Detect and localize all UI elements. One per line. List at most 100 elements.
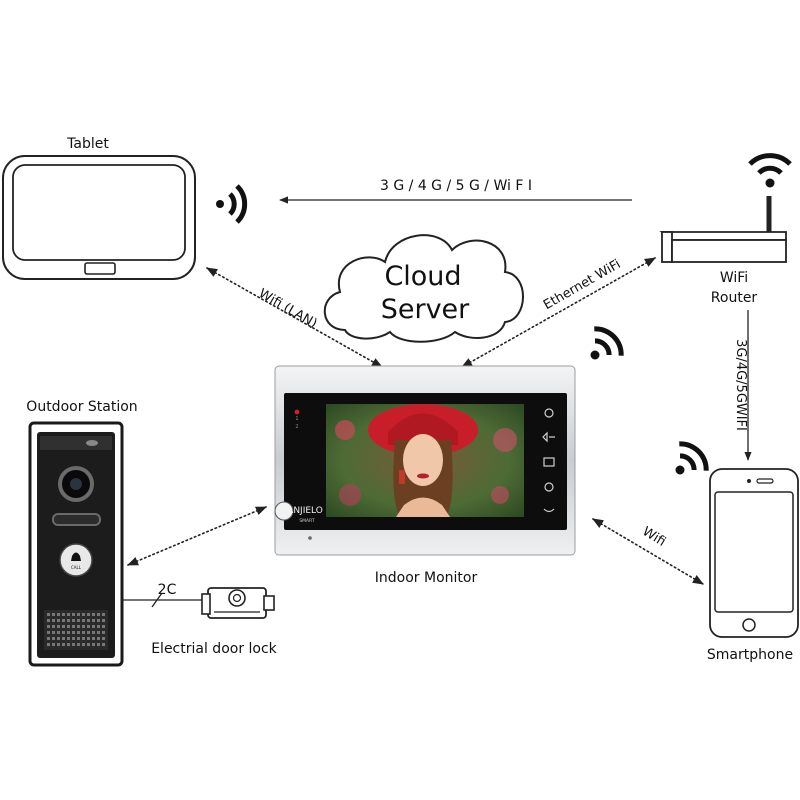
speaker-hole (52, 643, 55, 646)
speaker-hole (72, 625, 75, 628)
speaker-hole (87, 613, 90, 616)
outdoor-station: CALL (28, 421, 124, 667)
monitor-phone-label: Wifi (640, 524, 669, 550)
speaker-hole (47, 631, 50, 634)
door-lock-label: Electrial door lock (151, 641, 277, 657)
speaker-hole (77, 631, 80, 634)
unlock-icon (542, 431, 555, 443)
speaker-holes (47, 613, 105, 646)
speaker-hole (72, 643, 75, 646)
cloud-server: Cloud Server (323, 234, 524, 343)
speaker-hole (102, 643, 105, 646)
speaker-hole (82, 619, 85, 622)
speaker-hole (87, 637, 90, 640)
cloud-label-line2: Server (381, 294, 470, 325)
earpiece (756, 478, 774, 484)
speaker-hole (62, 643, 65, 646)
brand-logo-icon (274, 501, 294, 521)
monitor-led-1-label: 1 (295, 416, 298, 422)
router-label-line1: WiFi (720, 270, 748, 286)
indoor-monitor: 1 2 ANJIELO SMART Indoor Monitor (274, 365, 576, 586)
wifi-icon (590, 326, 624, 360)
speaker-hole (67, 619, 70, 622)
speaker-hole (97, 643, 100, 646)
microphone-icon (308, 536, 312, 540)
speaker-hole (77, 637, 80, 640)
wifi-icon (216, 184, 248, 224)
speaker-hole (87, 643, 90, 646)
call-button-label: CALL (71, 565, 82, 570)
speaker-hole (87, 631, 90, 634)
front-camera (747, 479, 751, 483)
speaker-hole (82, 625, 85, 628)
wifi-icon (675, 441, 709, 475)
speaker-hole (87, 625, 90, 628)
speaker-hole (97, 631, 100, 634)
speaker-hole (57, 637, 60, 640)
cloud-label-line1: Cloud (384, 261, 461, 292)
speaker-hole (72, 631, 75, 634)
speaker-hole (62, 613, 65, 616)
speaker-hole (92, 625, 95, 628)
speaker-hole (77, 625, 80, 628)
speaker-hole (82, 631, 85, 634)
outdoor-station-label: Outdoor Station (26, 399, 137, 415)
intercom-icon (544, 482, 554, 492)
speaker-hole (92, 613, 95, 616)
speaker-hole (97, 619, 100, 622)
router-monitor-label: Ethernet WiFi (541, 257, 623, 313)
monitor-led-2-label: 2 (295, 424, 298, 430)
speaker-hole (92, 619, 95, 622)
tablet-device: Tablet (2, 136, 196, 280)
speaker-hole (102, 619, 105, 622)
speaker-hole (57, 613, 60, 616)
user-icon (544, 408, 554, 418)
speaker-hole (72, 619, 75, 622)
speaker-hole (97, 613, 100, 616)
speaker-hole (102, 625, 105, 628)
tablet-monitor-link (206, 267, 383, 368)
speaker-hole (82, 643, 85, 646)
speaker-hole (62, 631, 65, 634)
light-sensor (86, 440, 98, 446)
electric-door-lock (201, 587, 275, 619)
speaker-hole (47, 619, 50, 622)
speaker-hole (52, 637, 55, 640)
bell-icon (71, 552, 81, 561)
hangup-icon (543, 508, 555, 513)
speaker-hole (52, 631, 55, 634)
speaker-hole (97, 637, 100, 640)
person-image (368, 404, 478, 517)
speaker-hole (62, 637, 65, 640)
speaker-hole (52, 619, 55, 622)
wifi-icon (748, 153, 792, 188)
speaker-hole (47, 613, 50, 616)
monitor-brand-subtext: SMART (299, 518, 315, 524)
speaker-hole (47, 643, 50, 646)
lock-wire-label: 2C (158, 582, 177, 598)
speaker-hole (77, 643, 80, 646)
router-label-line2: Router (711, 290, 758, 306)
speaker-hole (67, 631, 70, 634)
monitor-phone-link (592, 518, 704, 585)
station-monitor-link (126, 506, 268, 566)
speaker-hole (62, 619, 65, 622)
router-to-phone-label: 3G/4G/5GWIFI (733, 339, 748, 431)
speaker-hole (77, 613, 80, 616)
speaker-hole (97, 625, 100, 628)
speaker-hole (102, 637, 105, 640)
speaker-hole (67, 637, 70, 640)
home-button (742, 618, 756, 632)
speaker-hole (92, 643, 95, 646)
speaker-hole (52, 625, 55, 628)
tablet-label: Tablet (66, 136, 109, 152)
speaker-hole (72, 637, 75, 640)
monitor-icon (543, 457, 555, 467)
router-monitor-link (461, 257, 656, 368)
name-plate (52, 513, 101, 526)
speaker-hole (47, 637, 50, 640)
speaker-hole (92, 631, 95, 634)
speaker-hole (87, 619, 90, 622)
speaker-hole (92, 637, 95, 640)
